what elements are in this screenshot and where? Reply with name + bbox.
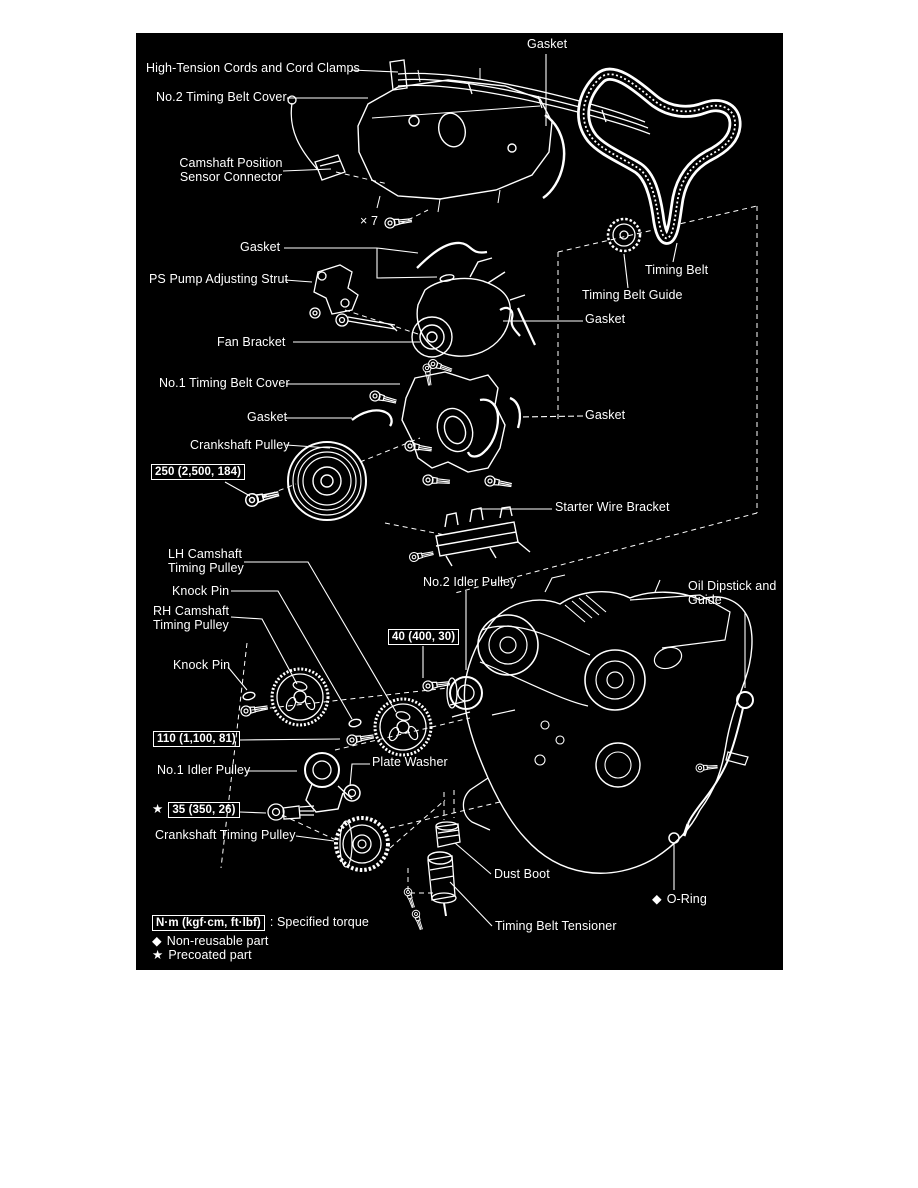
label-high-tension-cords: High-Tension Cords and Cord Clamps [146,61,360,75]
high-tension-cords-drawing [389,59,651,135]
diamond-icon: ◆ [652,892,662,906]
crankshaft-timing-pulley-drawing [334,816,390,872]
label-crankshaft-pulley: Crankshaft Pulley [190,438,290,452]
ps-strut-drawing [309,264,398,332]
label-no1-idler-pulley: No.1 Idler Pulley [157,763,251,777]
label-timing-belt-tensioner: Timing Belt Tensioner [495,919,617,933]
label-knock-pin-2: Knock Pin [173,658,231,672]
label-starter-wire-bracket: Starter Wire Bracket [555,500,670,514]
label-dust-boot: Dust Boot [494,867,550,881]
label-gasket-right2: Gasket [585,408,626,422]
leader-lines [224,54,746,927]
label-gasket-right1: Gasket [585,312,626,326]
label-o-ring: ◆ O-Ring [652,892,707,906]
star-icon: ★ [152,802,164,817]
label-ps-pump-strut: PS Pump Adjusting Strut [149,272,289,286]
label-knock-pin-1: Knock Pin [172,584,230,598]
camshaft-sensor-drawing [287,95,346,181]
torque-no1-idler: ★ 35 (350, 26) [152,802,240,818]
label-rh-camshaft-pulley: RH Camshaft Timing Pulley [153,604,230,632]
gasket-mid-drawing [416,241,488,282]
label-timing-belt-guide: Timing Belt Guide [582,288,683,302]
label-no1-timing-belt-cover: No.1 Timing Belt Cover [159,376,290,390]
no1-timing-belt-cover-drawing [368,362,514,491]
o-ring-drawing [668,832,680,844]
starter-wire-bracket-drawing [408,506,531,567]
gasket-strips-drawing [351,396,522,458]
label-no2-timing-belt-cover: No.2 Timing Belt Cover [156,90,287,104]
camshaft-pulleys-drawing [239,667,452,757]
diamond-icon: ◆ [152,934,162,948]
label-gasket-left2: Gasket [247,410,288,424]
legend-precoated: ★ Precoated part [152,948,252,962]
knock-pins-drawing [242,691,362,728]
label-oil-dipstick: Oil Dipstick and Guide [688,579,777,607]
idler1-bolt-drawing [267,803,315,821]
label-gasket-mid: Gasket [240,240,281,254]
torque-camshaft-bolt: 110 (1,100, 81) [153,731,240,747]
label-x7: × 7 [360,214,379,228]
label-lh-camshaft-pulley: LH Camshaft Timing Pulley [168,547,244,575]
timing-belt-guide-drawing [606,217,642,253]
gasket-top-drawing [542,113,566,200]
label-gasket-top: Gasket [527,37,568,51]
crankshaft-pulley-drawing [243,441,367,521]
legend-torque-units: N·m (kgf·cm, ft·lbf) : Specified torque [152,915,369,931]
torque-no2-idler: 40 (400, 30) [388,629,460,645]
star-icon: ★ [152,948,164,962]
no1-idler-pulley-drawing [267,752,361,821]
label-plate-washer: Plate Washer [372,755,448,769]
label-fan-bracket: Fan Bracket [217,335,286,349]
tensioner-drawing [402,821,461,932]
torque-crank-pulley: 250 (2,500, 184) [151,464,245,480]
label-no2-idler-pulley: No.2 Idler Pulley [423,575,517,589]
label-crankshaft-timing-pulley: Crankshaft Timing Pulley [155,828,296,842]
legend-non-reusable: ◆ Non-reusable part [152,934,269,948]
label-camshaft-sensor: Camshaft Position Sensor Connector [179,156,283,184]
water-pump-fan-bracket-drawing [411,257,536,376]
label-timing-belt: Timing Belt [645,263,709,277]
oil-dipstick-drawing [682,691,754,837]
plate-washer-drawing [343,784,361,802]
timing-belt-drawing [577,67,742,245]
no2-timing-belt-cover-drawing [357,68,553,213]
engine-block-drawing [449,574,753,874]
